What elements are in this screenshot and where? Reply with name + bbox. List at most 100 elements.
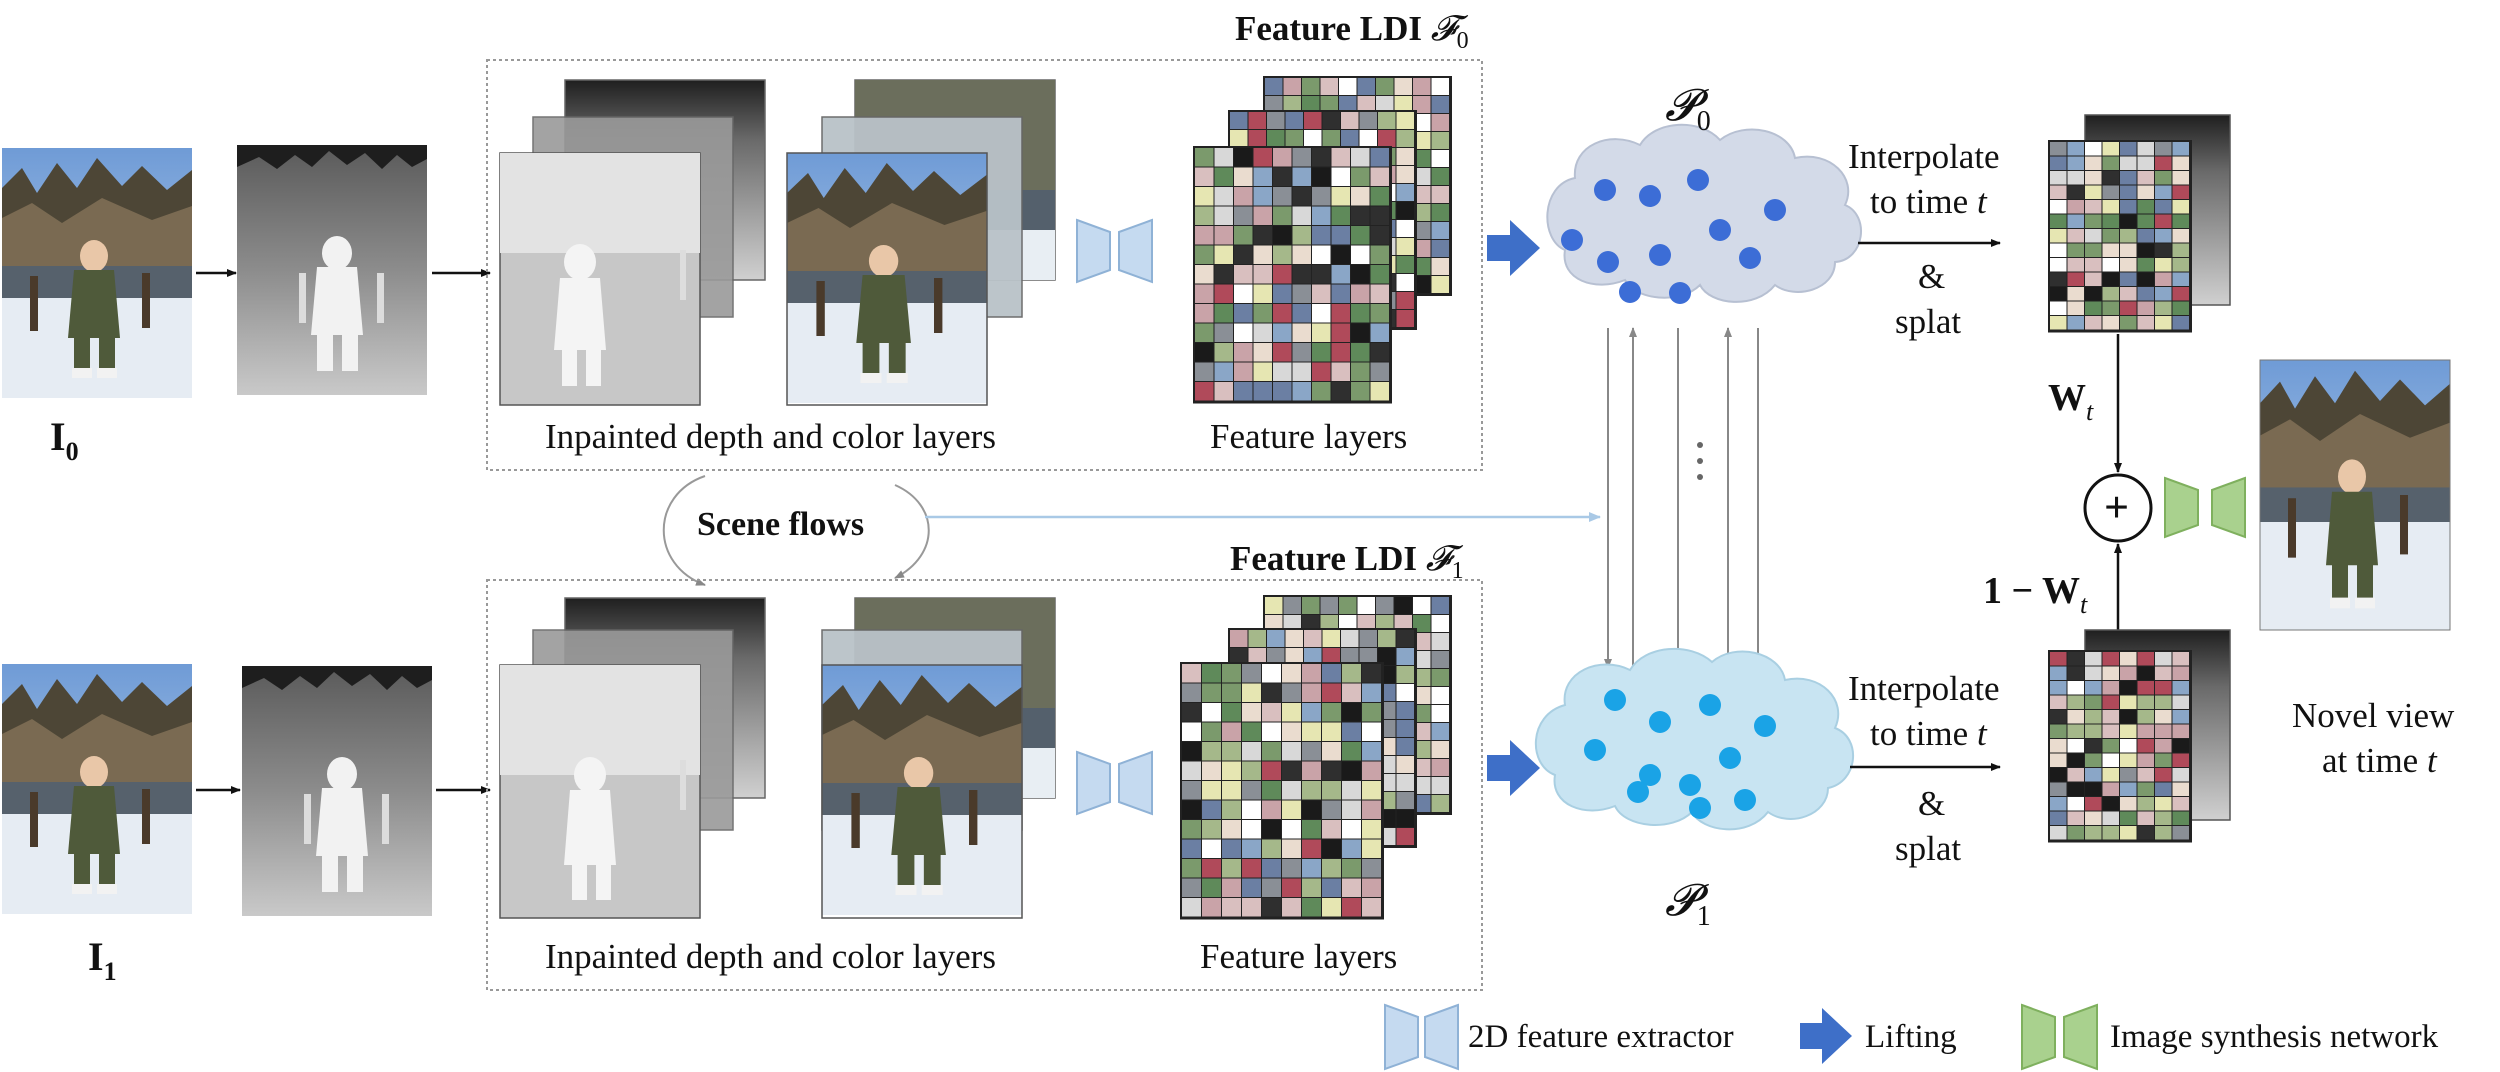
warped-grid-0-cell	[2085, 272, 2102, 286]
warped-grid-1-cell	[2067, 681, 2084, 695]
feature-grid-1-front-cell	[1182, 683, 1201, 702]
feature-grid-1-front-cell	[1342, 742, 1361, 761]
feature-grid-0-front-cell	[1273, 265, 1292, 284]
feature-grid-1-back-cell	[1413, 759, 1431, 776]
feature-grid-0-front-cell	[1312, 343, 1331, 362]
feature-grid-1-front-cell	[1342, 683, 1361, 702]
warped-grid-1-cell	[2120, 666, 2137, 680]
feature-grid-1-mid-cell	[1396, 828, 1414, 845]
feature-grid-0-back-cell	[1339, 96, 1357, 113]
cloud-label-0: 𝓟0	[1665, 81, 1711, 137]
warped-grid-1-cell	[2067, 782, 2084, 796]
warped-grid-1-cell	[2050, 811, 2067, 825]
feature-grid-1-front-cell	[1202, 781, 1221, 800]
feature-extractor-icon-1	[1076, 750, 1153, 816]
feature-grid-0-back-cell	[1431, 96, 1449, 113]
warped-grid-0-cell	[2172, 243, 2189, 257]
feature-grid-1-front-cell	[1342, 781, 1361, 800]
feature-grid-0-mid-cell	[1359, 112, 1377, 129]
warped-grid-0-cell	[2120, 185, 2137, 199]
input-image-1	[2, 664, 192, 914]
feature-grid-0-back-cell	[1413, 186, 1431, 203]
feature-grid-0-front-cell	[1292, 284, 1311, 303]
svg-text:&: &	[1918, 784, 1945, 823]
warped-grid-1-cell	[2120, 768, 2137, 782]
warped-grid-0-cell	[2067, 258, 2084, 272]
feature-grid-0-front-cell	[1234, 265, 1253, 284]
feature-grid-1-front-cell	[1242, 683, 1261, 702]
feature-grid-1-front-cell	[1242, 820, 1261, 839]
warped-grid-1-cell	[2120, 753, 2137, 767]
feature-grid-0-front-cell	[1370, 362, 1389, 381]
cloud-point-1	[1627, 781, 1649, 803]
feature-grid-1-front-cell	[1202, 664, 1221, 683]
warped-grid-0-cell	[2172, 229, 2189, 243]
warped-grid-1-cell	[2067, 768, 2084, 782]
feature-grid-0-back-cell	[1431, 258, 1449, 275]
feature-grid-0-front-cell	[1273, 245, 1292, 264]
warped-grid-1-cell	[2172, 695, 2189, 709]
feature-grid-0-mid-cell	[1396, 184, 1414, 201]
warped-grid-0-cell	[2137, 185, 2154, 199]
warped-grid-1-cell	[2155, 768, 2172, 782]
feature-grid-1-mid-cell	[1396, 774, 1414, 791]
feature-grid-1-back-cell	[1339, 597, 1357, 614]
feature-grid-0-back-cell	[1265, 78, 1283, 95]
warped-grid-0-cell	[2102, 272, 2119, 286]
feature-grid-1-front-cell	[1262, 859, 1281, 878]
feature-grid-1-front-cell	[1262, 761, 1281, 780]
feature-grid-0-mid-cell	[1304, 112, 1322, 129]
feature-grid-0-front-cell	[1312, 226, 1331, 245]
feature-grid-1-mid-cell	[1341, 630, 1359, 647]
feature-grid-0-front-cell	[1214, 245, 1233, 264]
warped-grid-1-cell	[2137, 739, 2154, 753]
feature-grid-1-back-cell	[1413, 705, 1431, 722]
feature-grid-1-front-cell	[1322, 898, 1341, 917]
cloud-point-1	[1679, 774, 1701, 796]
feature-grid-1-front-cell	[1302, 859, 1321, 878]
feature-grid-1-front-cell	[1282, 878, 1301, 897]
feature-grid-0-front-cell	[1292, 343, 1311, 362]
feature-grid-0-front-cell	[1273, 362, 1292, 381]
warped-grid-0-cell	[2050, 214, 2067, 228]
feature-grid-1-mid-cell	[1267, 648, 1285, 665]
feature-grid-1-back-cell	[1413, 615, 1431, 632]
feature-grid-0-front-cell	[1234, 245, 1253, 264]
feature-grid-1-front-cell	[1342, 878, 1361, 897]
warped-grid-0-cell	[2155, 185, 2172, 199]
warped-grid-0-cell	[2085, 214, 2102, 228]
warped-grid-1-cell	[2137, 768, 2154, 782]
feature-grid-1-mid-cell	[1230, 630, 1248, 647]
feature-grid-1-front-cell	[1362, 839, 1381, 858]
warped-grid-0-cell	[2067, 229, 2084, 243]
feature-grid-1-front-cell	[1182, 703, 1201, 722]
feature-grid-1-back-cell	[1302, 615, 1320, 632]
cloud-point-0	[1649, 244, 1671, 266]
warped-grid-1-cell	[2137, 826, 2154, 840]
feature-grid-0-front-cell	[1351, 284, 1370, 303]
warped-grid-0-cell	[2102, 171, 2119, 185]
feature-grid-1-front-cell	[1262, 781, 1281, 800]
feature-grid-1-back-cell	[1265, 597, 1283, 614]
warped-grid-0-cell	[2085, 185, 2102, 199]
feature-grid-1-front-cell	[1222, 664, 1241, 683]
warped-grid-0-cell	[2137, 243, 2154, 257]
svg-text:to time t: to time t	[1870, 714, 1988, 753]
plus-sign: +	[2104, 483, 2129, 532]
feature-grid-1-front-cell	[1222, 742, 1241, 761]
feature-grid-1-front-cell	[1302, 839, 1321, 858]
warped-grid-1-cell	[2067, 797, 2084, 811]
warped-grid-1-cell	[2155, 811, 2172, 825]
cloud-point-1	[1699, 694, 1721, 716]
feature-grid-1-front-cell	[1222, 800, 1241, 819]
feature-grid-0-front-cell	[1292, 245, 1311, 264]
feature-grid-1-front-cell	[1222, 722, 1241, 741]
feature-grid-0-front-cell	[1331, 323, 1350, 342]
feature-grid-1-front-cell	[1302, 742, 1321, 761]
warped-grid-0-cell	[2067, 171, 2084, 185]
feature-grid-0-mid-cell	[1396, 202, 1414, 219]
legend-lifting-label: Lifting	[1865, 1019, 1957, 1055]
warped-grid-0-cell	[2172, 171, 2189, 185]
sum-node	[2083, 473, 2153, 543]
feature-grid-0-front-cell	[1214, 226, 1233, 245]
